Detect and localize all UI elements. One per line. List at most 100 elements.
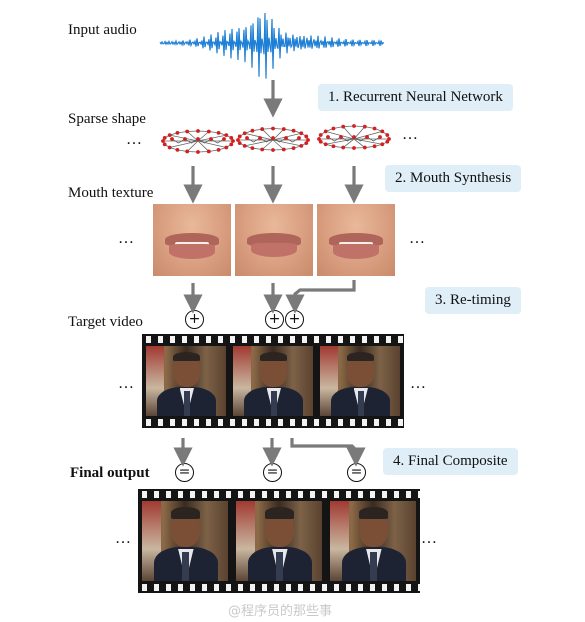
mesh-line	[261, 139, 274, 150]
landmark-dot	[224, 145, 229, 150]
final-frame-1	[142, 501, 228, 581]
mesh-line	[244, 139, 274, 147]
landmark-dot	[196, 150, 200, 154]
landmark-dot	[372, 126, 377, 131]
landmark-dot	[341, 145, 346, 150]
target-video-label: Target video	[68, 314, 143, 330]
landmark-dot	[242, 143, 247, 148]
landmark-dot	[237, 134, 242, 139]
landmark-dot	[229, 136, 234, 140]
landmark-dot	[341, 124, 346, 129]
landmark-dot	[183, 137, 187, 141]
landmark-dot	[362, 124, 367, 129]
ellipsis-shape-right: …	[402, 126, 420, 143]
landmark-dot	[385, 133, 390, 137]
final-frame-3	[330, 501, 416, 581]
landmark-dot	[161, 139, 165, 143]
landmark-dot	[318, 139, 323, 144]
ellipsis-texture-right: …	[409, 230, 427, 247]
landmark-dot	[162, 136, 167, 140]
landmark-dot	[339, 135, 343, 139]
ellipsis-target-right: …	[410, 375, 428, 392]
mesh-line	[197, 140, 227, 148]
ellipsis-texture-left: …	[118, 230, 136, 247]
target-frame-1	[146, 346, 226, 416]
landmark-dot	[175, 147, 180, 152]
landmark-dot	[362, 145, 367, 150]
landmark-dot	[224, 133, 229, 138]
mesh-line	[325, 130, 355, 140]
mouth-texture-tile-2	[235, 204, 313, 276]
landmark-dot	[196, 137, 200, 141]
landmark-dot	[331, 126, 336, 131]
landmark-dot	[175, 131, 180, 135]
step-rnn: 1. Recurrent Neural Network	[318, 84, 513, 111]
ellipsis-final-right: …	[421, 530, 439, 547]
landmark-dot	[372, 144, 377, 149]
landmark-dot	[271, 148, 275, 152]
landmark-dot	[231, 139, 235, 143]
final-frame-2	[236, 501, 322, 581]
mesh-line	[353, 138, 383, 145]
arrow-composite-shift	[290, 438, 366, 467]
landmark-dot	[245, 136, 249, 140]
landmark-dot	[326, 135, 330, 139]
landmark-dot	[378, 135, 382, 139]
landmark-dot	[387, 137, 391, 141]
landmark-dot	[258, 136, 262, 140]
plus-circle-2: +	[265, 310, 284, 329]
landmark-dot	[318, 133, 323, 137]
landmark-dot	[229, 142, 234, 147]
step-final-composite: 4. Final Composite	[383, 448, 518, 475]
mesh-line	[186, 140, 199, 152]
landmark-dot	[291, 146, 296, 150]
landmark-dot	[385, 139, 390, 144]
landmark-dot	[380, 129, 385, 134]
landmark-dot	[323, 129, 328, 134]
landmark-dot	[222, 137, 226, 141]
landmark-dot	[304, 134, 309, 139]
landmark-dot	[317, 137, 321, 141]
landmark-dot	[352, 124, 356, 128]
landmark-dot	[281, 147, 286, 152]
step-retiming: 3. Re-timing	[425, 287, 521, 314]
landmark-dot	[216, 131, 221, 135]
mesh-line	[342, 138, 355, 148]
landmark-dot	[297, 136, 301, 140]
landmark-dot	[185, 129, 190, 134]
landmark-dot	[291, 128, 296, 133]
ellipsis-final-left: …	[115, 530, 133, 547]
input-audio-label: Input audio	[68, 22, 137, 38]
landmark-dot	[185, 149, 190, 154]
ellipsis-shape-left: …	[126, 131, 144, 148]
landmark-dot	[206, 149, 211, 154]
mouth-texture-tile-1	[153, 204, 231, 276]
landmark-dot	[206, 129, 211, 134]
landmark-dot	[216, 147, 221, 152]
arrow-texture3-retime	[285, 280, 356, 314]
landmark-dot	[167, 133, 172, 138]
target-frame-2	[233, 346, 313, 416]
landmark-dot	[323, 142, 328, 147]
target-frame-3	[320, 346, 400, 416]
mouth-texture-tile-3	[317, 204, 395, 276]
mesh-line	[353, 130, 383, 140]
mesh-line	[272, 139, 302, 147]
target-video-filmstrip	[142, 334, 404, 428]
landmark-dot	[242, 131, 247, 136]
landmark-dot	[331, 144, 336, 149]
mesh-line	[197, 140, 210, 152]
final-output-label: Final output	[70, 465, 150, 481]
step-mouth-synthesis: 2. Mouth Synthesis	[385, 165, 522, 192]
landmark-dot	[170, 137, 174, 141]
mesh-line	[272, 139, 285, 150]
landmark-dot	[281, 127, 286, 131]
landmark-dot	[304, 141, 309, 145]
watermark-text: @程序员的那些事	[228, 604, 333, 619]
landmark-dot	[284, 136, 288, 140]
sparse-shape-label: Sparse shape	[68, 111, 146, 127]
mesh-line	[353, 138, 366, 148]
landmark-dot	[250, 128, 255, 133]
